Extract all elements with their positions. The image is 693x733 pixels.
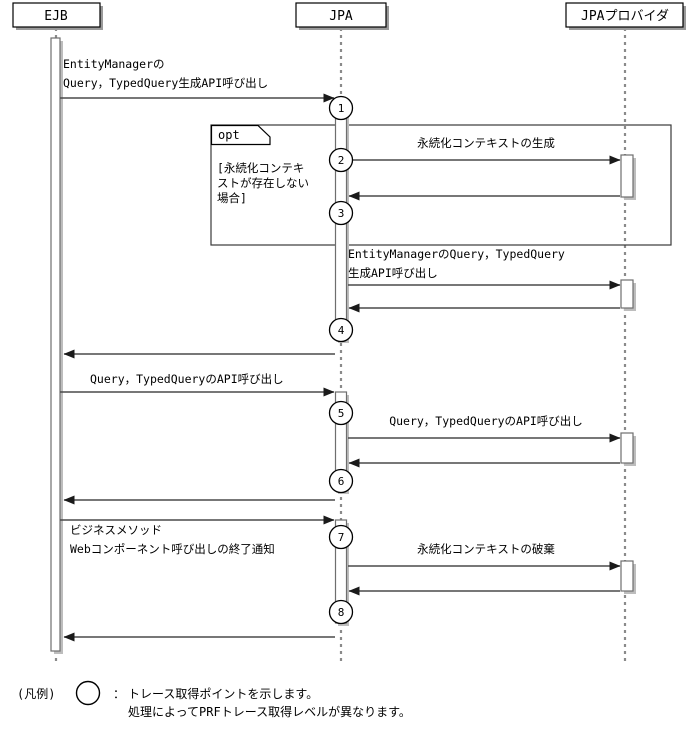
activation-provider-3 — [620, 432, 634, 464]
trace-point-1: 1 — [328, 95, 354, 121]
trace-point-3: 3 — [328, 200, 354, 226]
lifeline-heads: EJB JPA JPAプロバイダ — [12, 2, 686, 30]
trace-point-number-3: 3 — [338, 207, 345, 220]
opt-fragment-frame — [210, 124, 672, 246]
opt-fragment-guard-line-3: 場合] — [217, 191, 247, 205]
legend: (凡例) ： トレース取得ポイントを示します。 処理によってPRFトレース取得レ… — [17, 680, 411, 719]
message-label-m1-line-2: Query，TypedQuery生成API呼び出し — [63, 76, 268, 90]
lifeline-label-jpa: JPA — [329, 9, 353, 24]
activation-provider-4 — [620, 560, 634, 592]
lifeline-head-ejb[interactable]: EJB — [12, 2, 103, 30]
trace-point-circle-1 — [328, 95, 354, 121]
lifeline-label-ejb: EJB — [44, 9, 68, 24]
trace-point-5: 5 — [328, 400, 354, 426]
trace-point-7: 7 — [328, 524, 354, 550]
message-label-m4-line-2: 生成API呼び出し — [348, 266, 438, 280]
opt-fragment: opt [永続化コンテキ ストが存在しない 場合] — [210, 124, 672, 246]
message-label-m12: 永続化コンテキストの破棄 — [417, 542, 555, 556]
legend-line-2: 処理によってPRFトレース取得レベルが異なります。 — [128, 704, 411, 719]
message-label-m4-line-1: EntityManagerのQuery，TypedQuery — [348, 247, 565, 261]
trace-point-4: 4 — [328, 317, 354, 343]
trace-point-number-2: 2 — [338, 154, 345, 167]
trace-point-number-1: 1 — [338, 102, 345, 115]
trace-point-circle-2 — [328, 147, 354, 173]
trace-point-number-7: 7 — [338, 531, 345, 544]
trace-point-8: 8 — [328, 599, 354, 625]
activation-ejb — [50, 37, 61, 652]
message-label-m2: 永続化コンテキストの生成 — [417, 136, 555, 150]
opt-fragment-operator-label: opt — [218, 128, 240, 142]
activation-provider-2 — [620, 279, 634, 309]
trace-point-circle-7 — [328, 524, 354, 550]
lifeline-head-provider-box — [565, 2, 684, 28]
trace-point-number-8: 8 — [338, 606, 345, 619]
trace-point-6: 6 — [328, 468, 354, 494]
lifeline-head-provider[interactable]: JPAプロバイダ — [565, 2, 686, 30]
activation-provider-1 — [620, 154, 634, 198]
message-label-m7: Query，TypedQueryのAPI呼び出し — [90, 372, 284, 386]
trace-point-circle-6 — [328, 468, 354, 494]
message-label-m11-line-1: ビジネスメソッド — [70, 523, 162, 537]
message-label-m11-line-2: Webコンポーネント呼び出しの終了通知 — [70, 542, 275, 556]
trace-point-circle-8 — [328, 599, 354, 625]
trace-points: 1 2 3 4 5 6 7 — [328, 95, 354, 625]
legend-colon: ： — [113, 687, 125, 701]
message-label-m8: Query，TypedQueryのAPI呼び出し — [389, 414, 583, 428]
trace-point-number-5: 5 — [338, 407, 345, 420]
messages: EntityManagerの Query，TypedQuery生成API呼び出し… — [60, 57, 621, 642]
message-label-m1-line-1: EntityManagerの — [63, 57, 165, 71]
legend-line-1: トレース取得ポイントを示します。 — [128, 686, 318, 701]
trace-point-number-6: 6 — [338, 475, 345, 488]
trace-point-circle-4 — [328, 317, 354, 343]
legend-title: (凡例) — [17, 687, 55, 701]
lifeline-head-ejb-box — [12, 2, 101, 28]
opt-fragment-tab — [210, 124, 271, 146]
legend-circle-icon — [75, 680, 101, 706]
lifeline-label-provider: JPAプロバイダ — [581, 9, 669, 24]
lifeline-head-jpa-box — [295, 2, 387, 28]
trace-point-2: 2 — [328, 147, 354, 173]
opt-fragment-guard-line-1: [永続化コンテキ — [217, 161, 304, 175]
trace-point-circle-5 — [328, 400, 354, 426]
trace-point-number-4: 4 — [338, 324, 345, 337]
opt-fragment-guard-line-2: ストが存在しない — [217, 176, 309, 190]
trace-point-circle-3 — [328, 200, 354, 226]
lifeline-head-jpa[interactable]: JPA — [295, 2, 389, 30]
activation-bars — [50, 37, 636, 654]
